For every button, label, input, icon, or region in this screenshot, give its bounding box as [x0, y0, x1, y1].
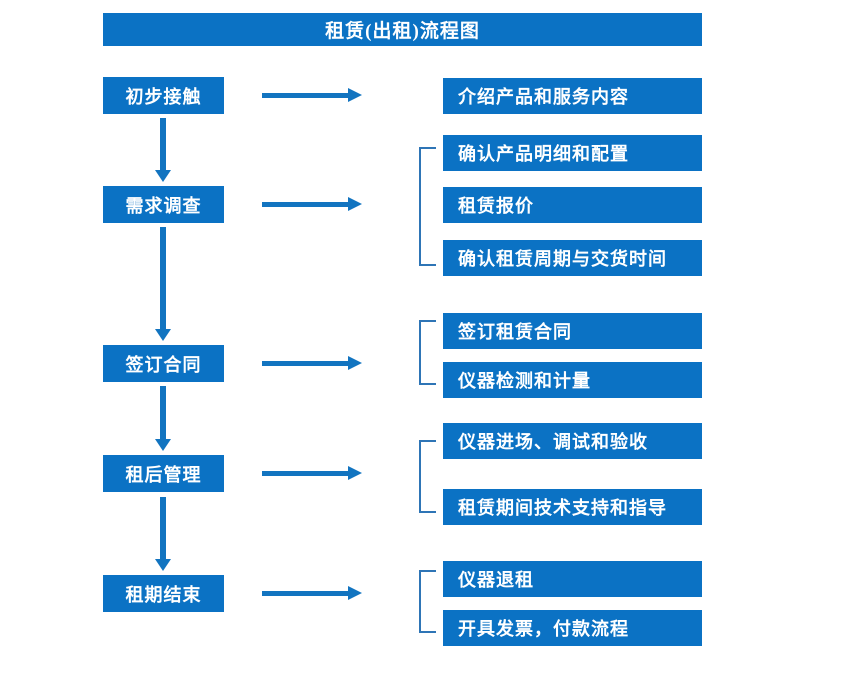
arrow-head-down-icon	[155, 559, 171, 571]
vertical-arrow-4	[155, 497, 171, 571]
arrow-shaft	[160, 386, 166, 439]
arrow-head-right-icon	[348, 356, 362, 370]
vertical-arrow-3	[155, 386, 171, 451]
diagram-title: 租赁(出租)流程图	[103, 13, 702, 46]
vertical-arrow-1	[155, 118, 171, 182]
horizontal-arrow-3	[262, 356, 362, 370]
arrow-head-down-icon	[155, 170, 171, 182]
stage-box-签订合同[interactable]: 签订合同	[103, 345, 224, 382]
arrow-shaft	[262, 471, 350, 476]
detail-box-介绍产品和服务内容[interactable]: 介绍产品和服务内容	[443, 78, 702, 114]
stage-box-需求调查[interactable]: 需求调查	[103, 186, 224, 223]
detail-box-仪器检测和计量[interactable]: 仪器检测和计量	[443, 362, 702, 398]
group-bracket-需求调查	[419, 147, 436, 266]
stage-box-租后管理[interactable]: 租后管理	[103, 455, 224, 492]
group-bracket-签订合同	[419, 320, 436, 385]
arrow-shaft	[262, 202, 350, 207]
arrow-head-right-icon	[348, 466, 362, 480]
group-bracket-租期结束	[419, 570, 436, 633]
detail-box-签订租赁合同[interactable]: 签订租赁合同	[443, 313, 702, 349]
detail-box-仪器进场调试和验收[interactable]: 仪器进场、调试和验收	[443, 423, 702, 459]
arrow-shaft	[160, 118, 166, 170]
horizontal-arrow-5	[262, 586, 362, 600]
stage-box-租期结束[interactable]: 租期结束	[103, 575, 224, 612]
arrow-shaft	[262, 361, 350, 366]
detail-box-仪器退租[interactable]: 仪器退租	[443, 561, 702, 597]
arrow-head-down-icon	[155, 439, 171, 451]
arrow-shaft	[160, 227, 166, 329]
detail-box-开具发票付款流程[interactable]: 开具发票，付款流程	[443, 610, 702, 646]
horizontal-arrow-2	[262, 197, 362, 211]
group-bracket-租后管理	[419, 440, 436, 513]
detail-box-租赁期间技术支持和指导[interactable]: 租赁期间技术支持和指导	[443, 489, 702, 525]
detail-box-确认产品明细和配置[interactable]: 确认产品明细和配置	[443, 135, 702, 171]
arrow-head-down-icon	[155, 329, 171, 341]
arrow-head-right-icon	[348, 586, 362, 600]
detail-box-确认租赁周期与交货时间[interactable]: 确认租赁周期与交货时间	[443, 240, 702, 276]
stage-box-初步接触[interactable]: 初步接触	[103, 77, 224, 114]
horizontal-arrow-4	[262, 466, 362, 480]
horizontal-arrow-1	[262, 88, 362, 102]
detail-box-租赁报价[interactable]: 租赁报价	[443, 187, 702, 223]
arrow-shaft	[160, 497, 166, 559]
arrow-head-right-icon	[348, 197, 362, 211]
arrow-shaft	[262, 93, 350, 98]
arrow-head-right-icon	[348, 88, 362, 102]
vertical-arrow-2	[155, 227, 171, 341]
arrow-shaft	[262, 591, 350, 596]
